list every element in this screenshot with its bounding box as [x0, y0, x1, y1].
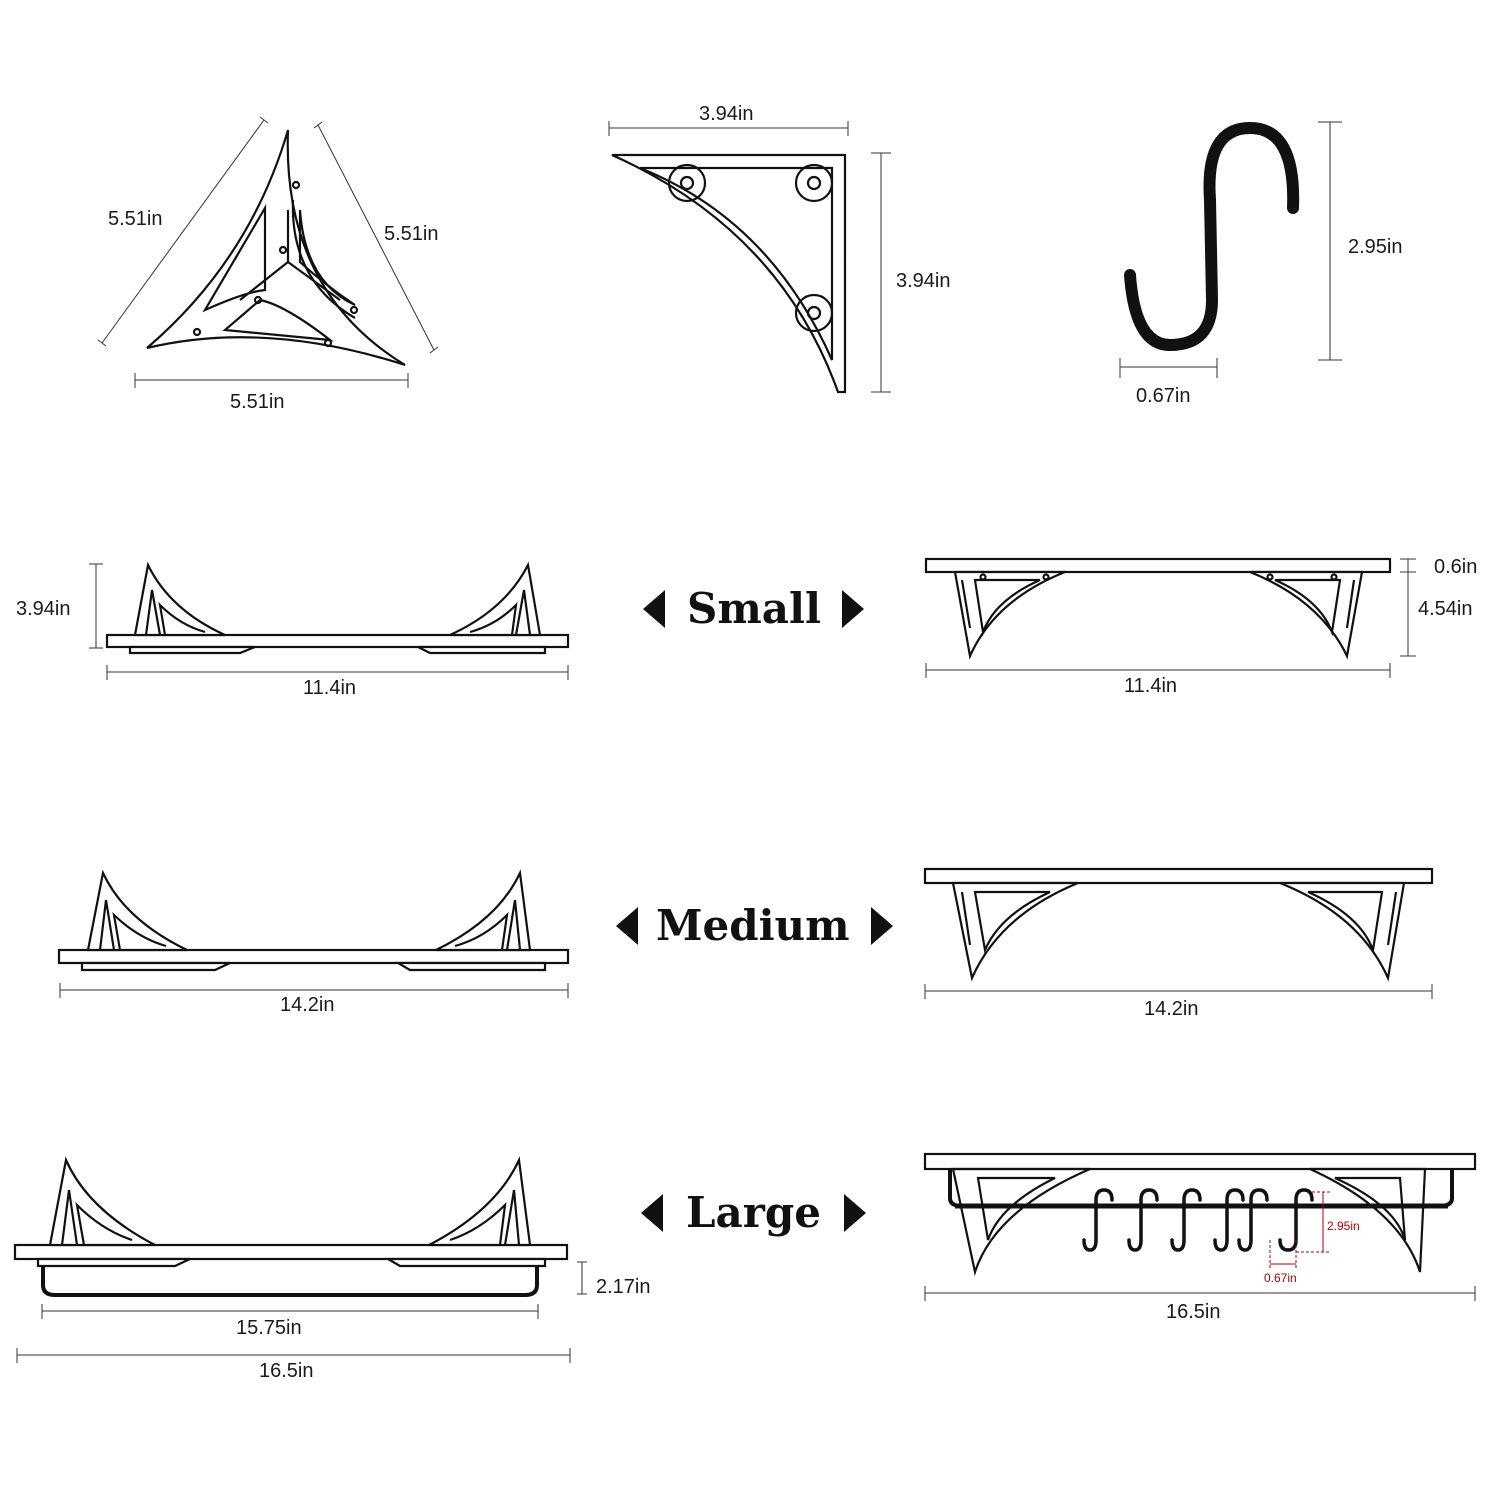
small-side-height-dimension: 4.54in [1418, 598, 1473, 620]
s-hook-icon [1213, 1188, 1245, 1252]
triangle-left-dimension: 5.51in [108, 208, 163, 230]
bracket-width-dimension: 3.94in [699, 103, 754, 125]
large-front-length-dimension: 16.5in [259, 1360, 314, 1382]
small-side-dimensions: 0.6in 4.54in 11.4in [925, 556, 1477, 697]
arrow-left-icon [643, 590, 665, 628]
large-side-view [923, 1152, 1477, 1277]
large-title: Large [686, 1188, 821, 1237]
large-hook-dimensions: 2.95in 0.67in [1264, 1191, 1360, 1285]
medium-side-view [923, 867, 1434, 982]
small-title: Small [687, 584, 821, 633]
medium-side-length-dimension: 14.2in [1144, 998, 1199, 1020]
medium-title: Medium [656, 901, 850, 950]
s-hook-icon [1127, 1188, 1159, 1252]
hook-height-dimension: 2.95in [1348, 236, 1403, 258]
large-rail-height-dimension: 2.17in [596, 1276, 651, 1298]
arrow-left-icon [616, 907, 638, 945]
large-hooks [1082, 1188, 1314, 1252]
arrow-right-icon [842, 590, 864, 628]
arrow-right-icon [844, 1194, 866, 1232]
medium-size-label: Medium [616, 901, 893, 950]
large-hook-width-dimension: 0.67in [1264, 1271, 1297, 1285]
small-side-length-dimension: 11.4in [1124, 675, 1177, 697]
medium-front-length-dimension: 14.2in [280, 994, 335, 1016]
small-front-length-dimension: 11.4in [303, 677, 356, 699]
s-hook-icon [1237, 1188, 1269, 1252]
arrow-right-icon [871, 907, 893, 945]
medium-front-dimensions: 14.2in [59, 983, 569, 1016]
large-side-length-dimension: 16.5in [1166, 1301, 1221, 1323]
triangle-bottom-dimension: 5.51in [230, 391, 285, 413]
medium-side-dimensions: 14.2in [924, 984, 1433, 1020]
triangle-right-dimension: 5.51in [384, 223, 439, 245]
large-side-dimensions: 16.5in [924, 1286, 1476, 1323]
large-rail-length-dimension: 15.75in [236, 1317, 302, 1339]
small-side-view [924, 557, 1392, 660]
triangle-plate [146, 129, 406, 367]
s-hook-icon [1170, 1188, 1202, 1252]
large-front-dimensions: 2.17in 15.75in 16.5in [16, 1261, 651, 1382]
bracket-height-dimension: 3.94in [896, 270, 951, 292]
corner-bracket-dimensions: 3.94in 3.94in [608, 103, 951, 393]
small-size-label: Small [643, 584, 864, 633]
s-hook-icon [1278, 1188, 1314, 1252]
small-front-view [105, 561, 570, 655]
s-hook [1124, 121, 1300, 352]
corner-bracket [611, 153, 847, 394]
small-front-height-dimension: 3.94in [16, 598, 71, 620]
s-hook-icon [1082, 1188, 1114, 1252]
medium-front-view [57, 869, 570, 972]
arrow-left-icon [641, 1194, 663, 1232]
large-front-view [13, 1156, 569, 1297]
small-side-thickness-dimension: 0.6in [1434, 556, 1477, 578]
s-hook-dimensions: 2.95in 0.67in [1119, 121, 1403, 407]
large-hook-height-dimension: 2.95in [1327, 1219, 1360, 1233]
hook-width-dimension: 0.67in [1136, 385, 1191, 407]
large-size-label: Large [641, 1188, 866, 1237]
triangle-dimensions: 5.51in 5.51in 5.51in [97, 116, 439, 413]
small-front-dimensions: 3.94in 11.4in [16, 563, 569, 699]
